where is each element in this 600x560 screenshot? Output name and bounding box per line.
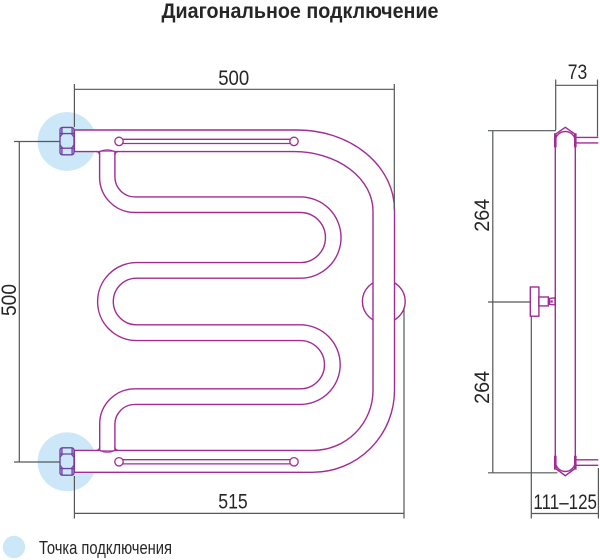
svg-text:Диагональное подключение: Диагональное подключение: [162, 0, 439, 23]
svg-text:264: 264: [470, 371, 494, 404]
svg-text:111–125: 111–125: [533, 490, 597, 514]
svg-text:73: 73: [568, 60, 588, 84]
svg-text:500: 500: [218, 66, 249, 90]
svg-text:264: 264: [470, 199, 494, 232]
svg-text:500: 500: [0, 284, 21, 316]
svg-text:515: 515: [218, 489, 248, 513]
svg-text:Точка подключения: Точка подключения: [39, 538, 172, 558]
